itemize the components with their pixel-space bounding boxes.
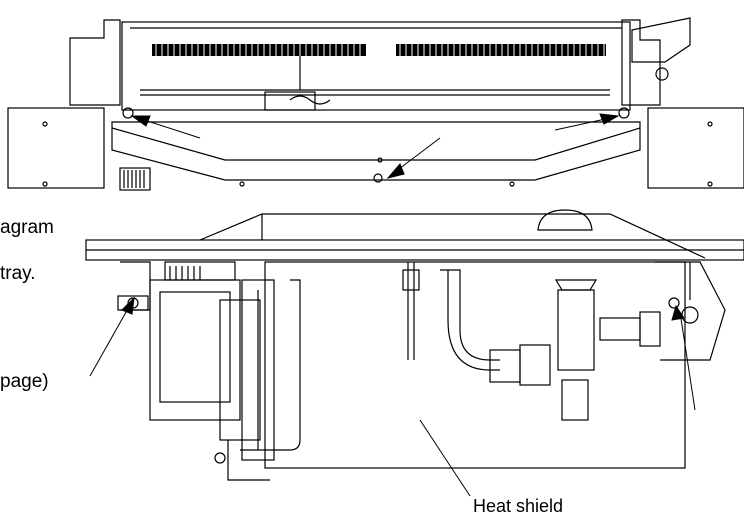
- heat-shield: [264, 261, 686, 469]
- text-fragment-1: agram: [0, 217, 54, 238]
- right-flap: [631, 17, 691, 63]
- motor: [149, 279, 241, 421]
- knob: [537, 209, 593, 231]
- screw-top-left: [122, 107, 134, 119]
- top-cover: [199, 213, 706, 259]
- bottom-view: [85, 209, 744, 481]
- arrow-bracket-right: [679, 311, 696, 411]
- left-side-plate: [7, 107, 105, 189]
- screw-top-right: [618, 107, 630, 119]
- pipe-fitting: [489, 349, 521, 383]
- motor-bracket: [241, 279, 275, 461]
- arrow-bracket-left: [89, 304, 131, 377]
- right-housing: [621, 19, 661, 106]
- text-fragment-3: page): [0, 371, 49, 392]
- arrow-screw-right: [554, 117, 611, 131]
- screw-top-center: [373, 173, 383, 183]
- screw-bottom-right: [668, 297, 680, 309]
- left-housing: [69, 19, 121, 106]
- text-fragment-2: tray.: [0, 263, 36, 284]
- top-arrows: [130, 113, 620, 179]
- heat-shield-leader-line: [419, 419, 471, 497]
- right-side-plate: [647, 107, 744, 189]
- valve: [557, 289, 595, 371]
- top-view: [7, 17, 744, 191]
- support-plate: [111, 121, 641, 181]
- arrow-screw-center: [394, 137, 441, 173]
- bottom-arrows: [89, 296, 696, 411]
- tray-body: [121, 21, 631, 111]
- heat-shield-label: Heat shield: [473, 496, 564, 516]
